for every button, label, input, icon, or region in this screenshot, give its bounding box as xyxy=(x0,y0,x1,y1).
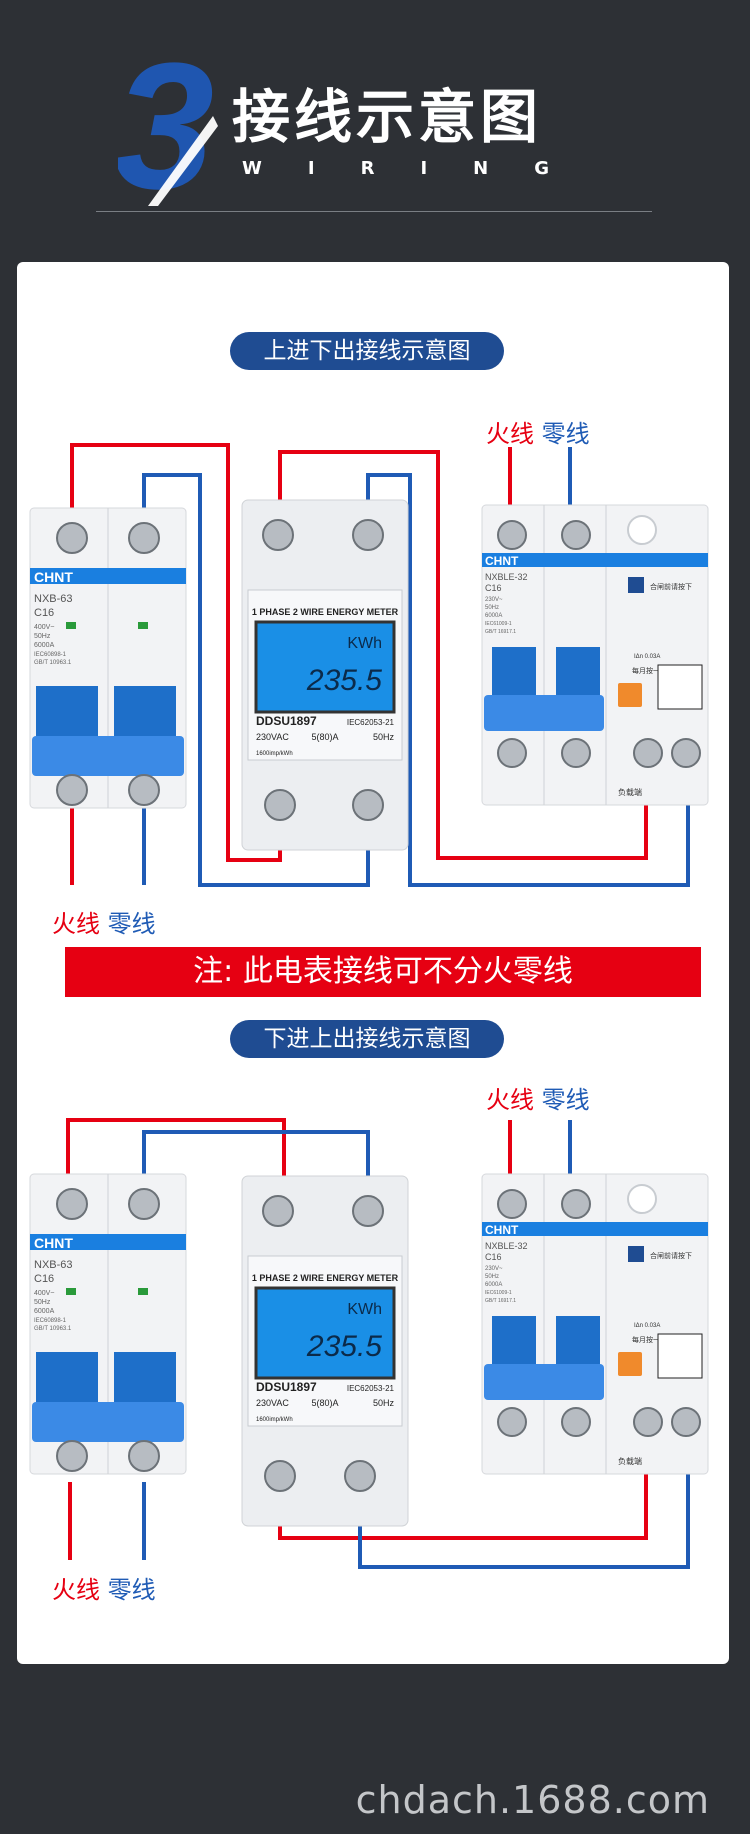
svg-text:CHNT: CHNT xyxy=(485,554,519,568)
live-wire-breaker-to-meter xyxy=(66,1118,286,1210)
svg-text:GB/T 16917.1: GB/T 16917.1 xyxy=(485,629,516,635)
section-title-bottom-in: 下进上出接线示意图 xyxy=(230,1020,504,1058)
screw-terminal xyxy=(128,774,160,806)
rcbo-label-pair-2: 火线 零线 xyxy=(486,1086,590,1114)
svg-text:50Hz: 50Hz xyxy=(373,732,395,742)
breaker-label-pair-2: 火线 零线 xyxy=(52,1576,156,1604)
energy-meter: 1 PHASE 2 WIRE ENERGY METER KWh 235.5 DD… xyxy=(241,1175,409,1527)
circuit-breaker: CHNT NXB-63 C16 400V~ 50Hz 6000A IEC6089… xyxy=(29,507,187,809)
svg-text:230VAC: 230VAC xyxy=(256,1398,289,1408)
rcbo-breaker: CHNT NXBLE-32 C16 230V~ 50Hz 6000A IEC61… xyxy=(481,504,709,806)
live-wire-breaker-to-meter xyxy=(70,443,282,862)
wiring-note-banner: 注: 此电表接线可不分火零线 xyxy=(65,947,701,997)
svg-text:1600imp/kWh: 1600imp/kWh xyxy=(256,751,293,757)
breaker-label-pair-1: 火线 零线 xyxy=(52,910,156,938)
svg-text:235.5: 235.5 xyxy=(306,664,382,697)
screw-terminal xyxy=(56,522,88,554)
screw-terminal xyxy=(128,522,160,554)
neutral-wire-meter-to-rcbo xyxy=(366,473,690,887)
svg-text:400V~: 400V~ xyxy=(34,1290,54,1297)
svg-text:6000A: 6000A xyxy=(485,613,502,619)
svg-text:GB/T 10963.1: GB/T 10963.1 xyxy=(34,1326,72,1332)
section-title-top-in: 上进下出接线示意图 xyxy=(230,332,504,370)
header-divider xyxy=(96,211,652,212)
screw-terminal xyxy=(56,774,88,806)
svg-text:GB/T 10963.1: GB/T 10963.1 xyxy=(34,660,72,666)
rcbo-breaker: CHNT NXBLE-32 C16 230V~ 50Hz 6000A IEC61… xyxy=(481,1173,709,1475)
step-number: 3 xyxy=(118,46,214,206)
svg-text:50Hz: 50Hz xyxy=(485,605,499,611)
svg-text:IEC61009-1: IEC61009-1 xyxy=(485,621,512,627)
svg-text:NXBLE-32: NXBLE-32 xyxy=(485,1241,528,1251)
svg-text:IΔn 0.03A: IΔn 0.03A xyxy=(634,1323,660,1329)
qr-code xyxy=(657,664,703,710)
svg-text:NXBLE-32: NXBLE-32 xyxy=(485,572,528,582)
svg-text:IEC60898-1: IEC60898-1 xyxy=(34,652,67,658)
svg-text:CHNT: CHNT xyxy=(34,569,73,585)
neutral-wire-breaker-to-meter xyxy=(142,1130,370,1210)
svg-text:50Hz: 50Hz xyxy=(34,1299,51,1306)
wiring-diagram-bottom-in-top-out: CHNT NXB-63 C16 400V~ 50Hz 6000A IEC6089… xyxy=(29,1118,709,1569)
page-title: 接线示意图 xyxy=(232,83,543,151)
svg-text:合闸前请按下: 合闸前请按下 xyxy=(650,1251,692,1260)
svg-text:NXB-63: NXB-63 xyxy=(34,593,73,605)
wiring-diagram-top-in-bottom-out: CHNT NXB-63 C16 400V~ 50Hz 6000A IEC6089… xyxy=(29,443,709,887)
svg-text:400V~: 400V~ xyxy=(34,624,54,631)
svg-text:DDSU1897: DDSU1897 xyxy=(256,714,317,728)
svg-text:KWh: KWh xyxy=(347,635,382,652)
svg-text:50Hz: 50Hz xyxy=(373,1398,395,1408)
test-button xyxy=(618,683,642,707)
svg-text:5(80)A: 5(80)A xyxy=(311,732,338,742)
svg-text:C16: C16 xyxy=(34,607,54,619)
svg-text:IEC60898-1: IEC60898-1 xyxy=(34,1318,67,1324)
rcbo-label-pair-1: 火线 零线 xyxy=(486,420,590,448)
svg-text:CHNT: CHNT xyxy=(34,1235,73,1251)
svg-text:1600imp/kWh: 1600imp/kWh xyxy=(256,1417,293,1423)
live-wire-meter-to-rcbo xyxy=(278,450,648,860)
svg-text:GB/T 16917.1: GB/T 16917.1 xyxy=(485,1298,516,1304)
svg-text:235.5: 235.5 xyxy=(306,1330,382,1363)
svg-text:1 PHASE 2 WIRE ENERGY METER: 1 PHASE 2 WIRE ENERGY METER xyxy=(252,1273,399,1283)
svg-text:6000A: 6000A xyxy=(485,1282,502,1288)
svg-text:50Hz: 50Hz xyxy=(485,1274,499,1280)
svg-text:CHNT: CHNT xyxy=(485,1223,519,1237)
neutral-wire-meter-to-rcbo xyxy=(358,1432,690,1569)
svg-text:负载端: 负载端 xyxy=(618,1456,642,1466)
svg-text:IΔn 0.03A: IΔn 0.03A xyxy=(634,654,660,660)
svg-text:KWh: KWh xyxy=(347,1301,382,1318)
svg-text:C16: C16 xyxy=(34,1273,54,1285)
svg-text:1 PHASE 2 WIRE ENERGY METER: 1 PHASE 2 WIRE ENERGY METER xyxy=(252,607,399,617)
svg-text:IEC62053-21: IEC62053-21 xyxy=(347,718,395,727)
svg-text:C16: C16 xyxy=(485,1252,502,1262)
svg-text:DDSU1897: DDSU1897 xyxy=(256,1380,317,1394)
svg-text:负载端: 负载端 xyxy=(618,787,642,797)
svg-text:合闸前请按下: 合闸前请按下 xyxy=(650,582,692,591)
circuit-breaker: CHNT NXB-63 C16 400V~ 50Hz 6000A IEC6089… xyxy=(29,1173,187,1475)
svg-text:230V~: 230V~ xyxy=(485,597,503,603)
svg-text:每月按一次: 每月按一次 xyxy=(632,1335,667,1344)
svg-text:IEC61009-1: IEC61009-1 xyxy=(485,1290,512,1296)
svg-text:5(80)A: 5(80)A xyxy=(311,1398,338,1408)
svg-text:230V~: 230V~ xyxy=(485,1266,503,1272)
svg-text:6000A: 6000A xyxy=(34,642,55,649)
energy-meter: 1 PHASE 2 WIRE ENERGY METER KWh 235.5 DD… xyxy=(241,499,409,851)
step-number-graphic: 3 xyxy=(118,46,218,206)
svg-text:C16: C16 xyxy=(485,583,502,593)
svg-text:50Hz: 50Hz xyxy=(34,633,51,640)
svg-text:每月按一次: 每月按一次 xyxy=(632,666,667,675)
svg-text:230VAC: 230VAC xyxy=(256,732,289,742)
svg-text:NXB-63: NXB-63 xyxy=(34,1259,73,1271)
watermark-url: chdach.1688.com xyxy=(355,1778,710,1822)
lcd-display xyxy=(254,620,396,714)
svg-text:IEC62053-21: IEC62053-21 xyxy=(347,1384,395,1393)
svg-text:6000A: 6000A xyxy=(34,1308,55,1315)
neutral-wire-breaker-to-meter xyxy=(142,473,370,887)
